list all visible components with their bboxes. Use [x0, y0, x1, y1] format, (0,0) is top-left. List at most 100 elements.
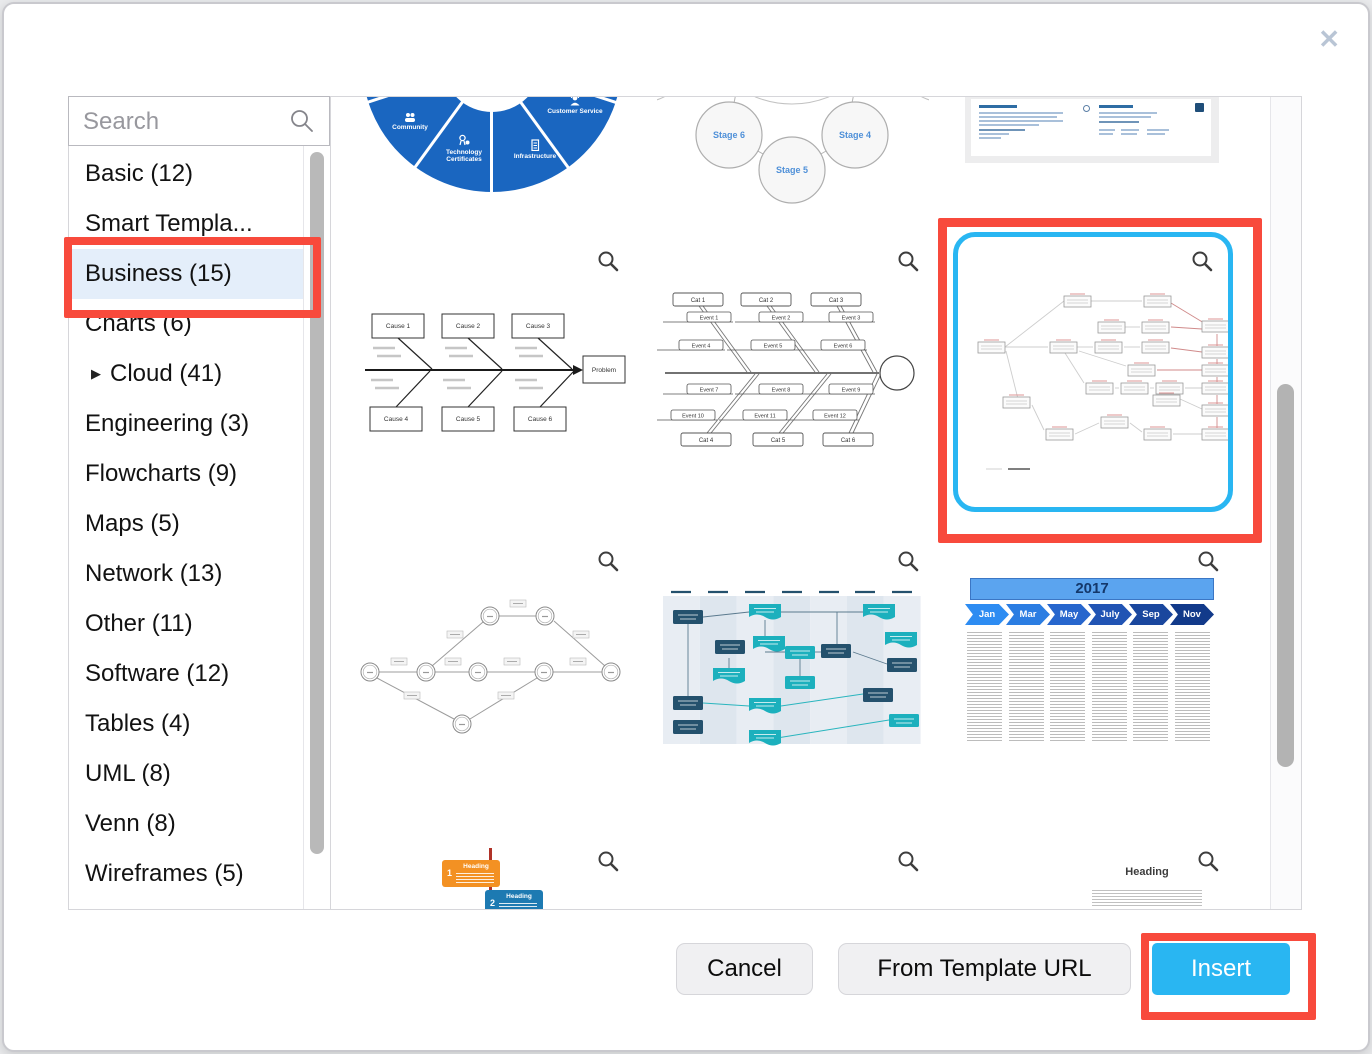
- search-box[interactable]: [68, 96, 330, 146]
- sidebar-item-network[interactable]: Network (13): [69, 549, 303, 599]
- sidebar-item-label: Tables (4): [85, 710, 191, 737]
- customer-service-icon: [570, 97, 580, 106]
- close-icon[interactable]: ✕: [1318, 24, 1340, 54]
- template-cell-document[interactable]: [957, 97, 1229, 248]
- sidebar-item-label: Wireframes (5): [85, 860, 244, 887]
- zoom-preview-icon[interactable]: [596, 249, 620, 273]
- grid-scrollbar-thumb[interactable]: [1277, 384, 1294, 767]
- template-picker-panel: Basic (12) Smart Templa... Business (15)…: [68, 96, 1302, 910]
- fishbone-ribs: [395, 337, 575, 408]
- sidebar-scrollbar-thumb[interactable]: [310, 152, 324, 854]
- svg-text:Event 5: Event 5: [764, 344, 783, 350]
- cause-boxes: [369, 313, 626, 432]
- svg-text:Event 4: Event 4: [692, 344, 711, 350]
- template-cell-selected-pert-chart[interactable]: [953, 232, 1233, 512]
- spine-arrowhead: [573, 365, 583, 375]
- sidebar-item-business[interactable]: Business (15): [69, 249, 303, 299]
- fishbone-categories-thumbnail: Cat 1 Cat 2 Cat 3 Cat 4 Cat 5 Cat 6 Even…: [657, 292, 915, 447]
- expand-arrow-icon[interactable]: ▶: [91, 366, 101, 381]
- timeline-text-column: [1174, 632, 1210, 742]
- timeline-month: Jan: [965, 604, 1009, 625]
- timeline-text-column: [1008, 632, 1044, 742]
- donut-label: Infrastructure: [513, 153, 557, 160]
- template-cell-circular-diagram[interactable]: Community Technology Certificates Infras…: [357, 97, 629, 248]
- cause-label: Cause 4: [384, 416, 409, 423]
- template-cell-clipped[interactable]: [657, 848, 929, 909]
- sidebar-item-tables[interactable]: Tables (4): [69, 699, 303, 749]
- step-number: 2: [490, 898, 496, 908]
- sidebar-item-charts[interactable]: Charts (6): [69, 299, 303, 349]
- sidebar-scrollbar[interactable]: [303, 146, 330, 909]
- template-cell-fishbone-causes[interactable]: Cause 1 Cause 2 Cause 3 Cause 4 Cause 5 …: [357, 248, 629, 548]
- zoom-preview-icon[interactable]: [896, 849, 920, 873]
- swimlane-connectors: [687, 611, 888, 696]
- svg-text:Event 6: Event 6: [834, 344, 853, 350]
- step-number: 1: [447, 868, 453, 878]
- svg-text:Event 10: Event 10: [682, 414, 704, 420]
- zoom-preview-icon[interactable]: [1196, 849, 1220, 873]
- svg-text:Event 1: Event 1: [700, 316, 719, 322]
- sidebar-item-basic[interactable]: Basic (12): [69, 149, 303, 199]
- category-label: Cat 4: [699, 438, 714, 444]
- zoom-preview-icon[interactable]: [596, 849, 620, 873]
- sidebar-item-label: Other (11): [85, 610, 193, 637]
- fishbone-causes-thumbnail: Cause 1 Cause 2 Cause 3 Cause 4 Cause 5 …: [365, 313, 626, 432]
- zoom-preview-icon[interactable]: [1196, 549, 1220, 573]
- sidebar-item-label: Business (15): [85, 260, 232, 287]
- svg-text:Event 12: Event 12: [824, 414, 846, 420]
- timeline-text-column: [967, 632, 1002, 742]
- grid-scrollbar[interactable]: [1270, 97, 1301, 909]
- svg-text:Event 8: Event 8: [772, 388, 791, 394]
- zoom-preview-icon[interactable]: [896, 549, 920, 573]
- category-label: Cat 5: [771, 438, 786, 444]
- sidebar-item-label: Flowcharts (9): [85, 460, 238, 487]
- template-cell-swimlane-process[interactable]: [657, 548, 929, 848]
- cause-label: Cause 1: [386, 323, 411, 330]
- template-cell-fishbone-categories[interactable]: Cat 1 Cat 2 Cat 3 Cat 4 Cat 5 Cat 6 Even…: [657, 248, 929, 548]
- sidebar-item-flowcharts[interactable]: Flowcharts (9): [69, 449, 303, 499]
- cause-label: Cause 2: [456, 323, 481, 330]
- template-cell-stages-diagram[interactable]: Stage 6 Stage 5 Stage 4: [657, 97, 929, 248]
- step-title: Heading: [463, 863, 489, 870]
- insert-button[interactable]: Insert: [1152, 943, 1290, 995]
- sidebar-item-cloud[interactable]: ▶Cloud (41): [69, 349, 303, 399]
- sidebar-item-uml[interactable]: UML (8): [69, 749, 303, 799]
- template-grid: Community Technology Certificates Infras…: [332, 97, 1301, 909]
- template-cell-heading-text[interactable]: Heading: [957, 848, 1229, 909]
- from-template-url-button[interactable]: From Template URL: [838, 943, 1131, 995]
- sidebar-item-engineering[interactable]: Engineering (3): [69, 399, 303, 449]
- sidebar-item-label: Smart Templa...: [85, 210, 253, 237]
- sidebar-item-smart-templates[interactable]: Smart Templa...: [69, 199, 303, 249]
- category-boxes: [672, 292, 874, 447]
- search-input[interactable]: [81, 99, 275, 145]
- sidebar-item-venn[interactable]: Venn (8): [69, 799, 303, 849]
- sidebar-item-maps[interactable]: Maps (5): [69, 499, 303, 549]
- template-cell-activity-network[interactable]: [357, 548, 629, 848]
- svg-text:Event 2: Event 2: [772, 316, 791, 322]
- sidebar-item-label: Network (13): [85, 560, 223, 587]
- sidebar-item-label: Venn (8): [85, 810, 176, 837]
- zoom-preview-icon[interactable]: [1190, 249, 1214, 273]
- donut-label: Community: [392, 124, 428, 131]
- sidebar-item-other[interactable]: Other (11): [69, 599, 303, 649]
- sidebar-item-wireframes[interactable]: Wireframes (5): [69, 849, 303, 899]
- zoom-preview-icon[interactable]: [896, 249, 920, 273]
- template-cell-heading-steps[interactable]: 1 Heading 2 Heading: [357, 848, 629, 909]
- category-label: Cat 1: [691, 298, 706, 304]
- template-cell-timeline-2017[interactable]: 2017 Jan Mar May July Sep Nov: [957, 548, 1229, 848]
- cause-label: Cause 5: [456, 416, 481, 423]
- pert-task-boxes: [977, 293, 1228, 441]
- timeline-year-bar: 2017: [970, 578, 1214, 600]
- zoom-preview-icon[interactable]: [596, 549, 620, 573]
- document-card: [971, 99, 1211, 156]
- cancel-button[interactable]: Cancel: [676, 943, 813, 995]
- search-icon: [291, 110, 313, 132]
- donut-divider: [490, 97, 493, 194]
- timeline-month: Nov: [1170, 604, 1214, 625]
- stages-thumbnail: Stage 6 Stage 5 Stage 4: [657, 97, 929, 204]
- sidebar-item-label: Basic (12): [85, 160, 194, 187]
- timeline-month: May: [1047, 604, 1091, 625]
- swimlane-thumbnail: [663, 590, 921, 746]
- sidebar-item-software[interactable]: Software (12): [69, 649, 303, 699]
- sidebar-item-label: UML (8): [85, 760, 171, 787]
